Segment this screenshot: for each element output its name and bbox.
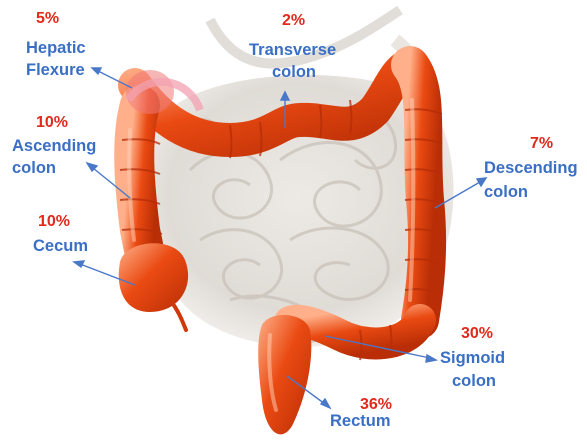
- hepatic-flexure-arrowhead: [92, 68, 101, 74]
- descending-name: Descending: [484, 157, 578, 179]
- cecum: [119, 243, 188, 312]
- ascending-percent: 10%: [36, 112, 68, 134]
- rectum-arrowhead: [321, 399, 330, 408]
- sigmoid-percent: 30%: [461, 323, 493, 345]
- hepatic-flexure-name: Hepatic: [26, 37, 86, 59]
- sigmoid-arrowhead: [426, 355, 436, 362]
- cecum-name: Cecum: [33, 235, 88, 257]
- cecum-arrowhead: [74, 261, 84, 267]
- transverse-name: Transverse: [249, 39, 336, 61]
- appendix: [170, 300, 186, 330]
- transverse-percent: 2%: [282, 10, 305, 32]
- sigmoid-name: colon: [452, 370, 496, 392]
- hepatic-flexure-percent: 5%: [36, 8, 59, 30]
- rectum: [258, 315, 311, 434]
- transverse-name: colon: [272, 61, 316, 83]
- ascending-name: Ascending: [12, 135, 96, 157]
- descending-percent: 7%: [530, 133, 553, 155]
- rectum-name: Rectum: [330, 410, 391, 432]
- cecum-percent: 10%: [38, 211, 70, 233]
- ascending-name: colon: [12, 157, 56, 179]
- hepatic-flexure-name: Flexure: [26, 59, 85, 81]
- sigmoid-name: Sigmoid: [440, 347, 505, 369]
- descending-name: colon: [484, 181, 528, 203]
